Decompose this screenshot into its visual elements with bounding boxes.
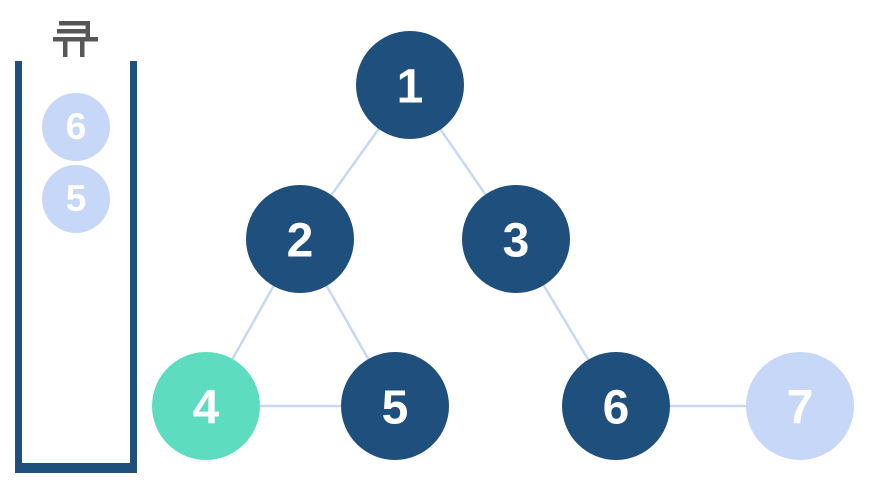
tree-node-3: 3 bbox=[462, 185, 570, 293]
tree-node-7: 7 bbox=[746, 352, 854, 460]
tree-node-circle-4 bbox=[152, 352, 260, 460]
tree-node-label-1: 1 bbox=[397, 61, 424, 114]
tree-node-circle-2 bbox=[246, 185, 354, 293]
tree-node-circle-7 bbox=[746, 352, 854, 460]
queue-item-5: 5 bbox=[42, 165, 110, 233]
tree-node-circle-5 bbox=[341, 352, 449, 460]
tree-node-circle-3 bbox=[462, 185, 570, 293]
tree-node-2: 2 bbox=[246, 185, 354, 293]
tree-node-label-7: 7 bbox=[787, 382, 814, 435]
tree-node-6: 6 bbox=[562, 352, 670, 460]
queue-container bbox=[15, 61, 137, 473]
tree-node-label-4: 4 bbox=[193, 382, 220, 435]
tree-node-label-2: 2 bbox=[287, 215, 314, 268]
tree-node-label-5: 5 bbox=[382, 382, 409, 435]
tree-node-circle-1 bbox=[356, 31, 464, 139]
queue-label-glyph bbox=[53, 21, 98, 57]
tree-node-circle-6 bbox=[562, 352, 670, 460]
tree-node-label-3: 3 bbox=[503, 215, 530, 268]
tree-node-1: 1 bbox=[356, 31, 464, 139]
tree-node-label-6: 6 bbox=[603, 382, 630, 435]
queue-item-6: 6 bbox=[42, 93, 110, 161]
tree-node-5: 5 bbox=[341, 352, 449, 460]
tree-node-4: 4 bbox=[152, 352, 260, 460]
